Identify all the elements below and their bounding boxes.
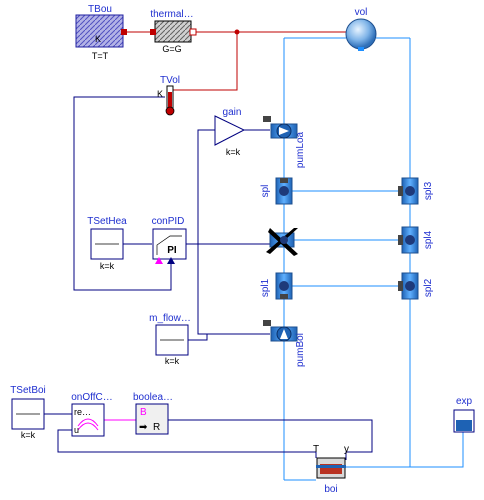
m-flow-block[interactable]: m_flow… k=k — [149, 313, 191, 366]
tvol-sensor-block[interactable]: TVol K — [157, 75, 180, 116]
boi-block[interactable]: T y boi — [313, 444, 349, 495]
spl4-block[interactable]: spl4 — [398, 226, 434, 254]
spl4-label: spl4 — [423, 230, 434, 249]
conpid-block[interactable]: PI conPID — [152, 216, 187, 264]
vol-block[interactable]: vol — [345, 7, 377, 51]
boolea-r-label: R — [153, 422, 160, 433]
tbou-port[interactable] — [121, 29, 127, 35]
fluid-connections — [283, 37, 464, 481]
tbou-block[interactable]: TBou K T=T — [75, 4, 127, 61]
boolea-b-label: B — [140, 407, 147, 418]
tsetboi-label: TSetBoi — [10, 385, 46, 396]
spl3-block[interactable]: spl3 — [398, 177, 434, 205]
spl1-block[interactable]: spl1 — [260, 272, 293, 300]
signal-connections — [44, 96, 373, 460]
tsethea-block[interactable]: TSetHea k=k — [87, 216, 127, 271]
gain-param: k=k — [226, 147, 241, 157]
exp-label: exp — [456, 396, 473, 407]
spl2-label: spl2 — [423, 278, 434, 297]
vol-label: vol — [355, 7, 368, 18]
thermal-label: thermal… — [150, 9, 193, 20]
onoffc-ref-label: re… — [74, 407, 91, 417]
tsethea-param: k=k — [100, 261, 115, 271]
tsetboi-param: k=k — [21, 430, 36, 440]
boi-label: boi — [324, 484, 337, 495]
tsethea-label: TSetHea — [87, 216, 127, 227]
tvol-label: TVol — [160, 75, 180, 86]
tbou-k-label: K — [95, 34, 101, 44]
gain-block[interactable]: gain k=k — [214, 107, 246, 157]
onoffc-u-label: u — [74, 425, 79, 435]
pumloa-block[interactable]: pumLoa — [263, 116, 306, 168]
gain-label: gain — [223, 107, 242, 118]
boolea-block[interactable]: B ➡ R boolea… — [133, 392, 173, 435]
boi-y-label: y — [344, 444, 349, 455]
pumloa-label: pumLoa — [295, 131, 306, 168]
boi-t-label: T — [313, 444, 319, 455]
pumboi-label: pumBoi — [295, 333, 306, 367]
onoffc-block[interactable]: onOffC… re… u — [71, 392, 113, 437]
tbou-param: T=T — [92, 51, 109, 61]
center-valve-block[interactable] — [266, 228, 298, 256]
tbou-label: TBou — [88, 4, 112, 15]
conpid-label: conPID — [152, 216, 185, 227]
exp-block[interactable]: exp — [453, 396, 475, 433]
boolea-label: boolea… — [133, 392, 173, 403]
spl3-label: spl3 — [423, 181, 434, 200]
spl2-block[interactable]: spl2 — [398, 272, 434, 300]
thermal-param: G=G — [162, 44, 181, 54]
onoffc-label: onOffC… — [71, 392, 113, 403]
conpid-inner: PI — [167, 245, 177, 256]
tsetboi-block[interactable]: TSetBoi k=k — [10, 385, 46, 440]
spl-block[interactable]: spl — [260, 177, 293, 205]
m-flow-label: m_flow… — [149, 313, 191, 324]
m-flow-param: k=k — [165, 356, 180, 366]
arrow-right-icon: ➡ — [139, 422, 148, 433]
pumboi-block[interactable]: pumBoi — [263, 320, 306, 367]
tvol-unit: K — [157, 89, 163, 99]
spl-label: spl — [260, 185, 271, 198]
spl1-label: spl1 — [260, 278, 271, 297]
thermal-conductor-block[interactable]: thermal… G=G — [150, 9, 197, 54]
